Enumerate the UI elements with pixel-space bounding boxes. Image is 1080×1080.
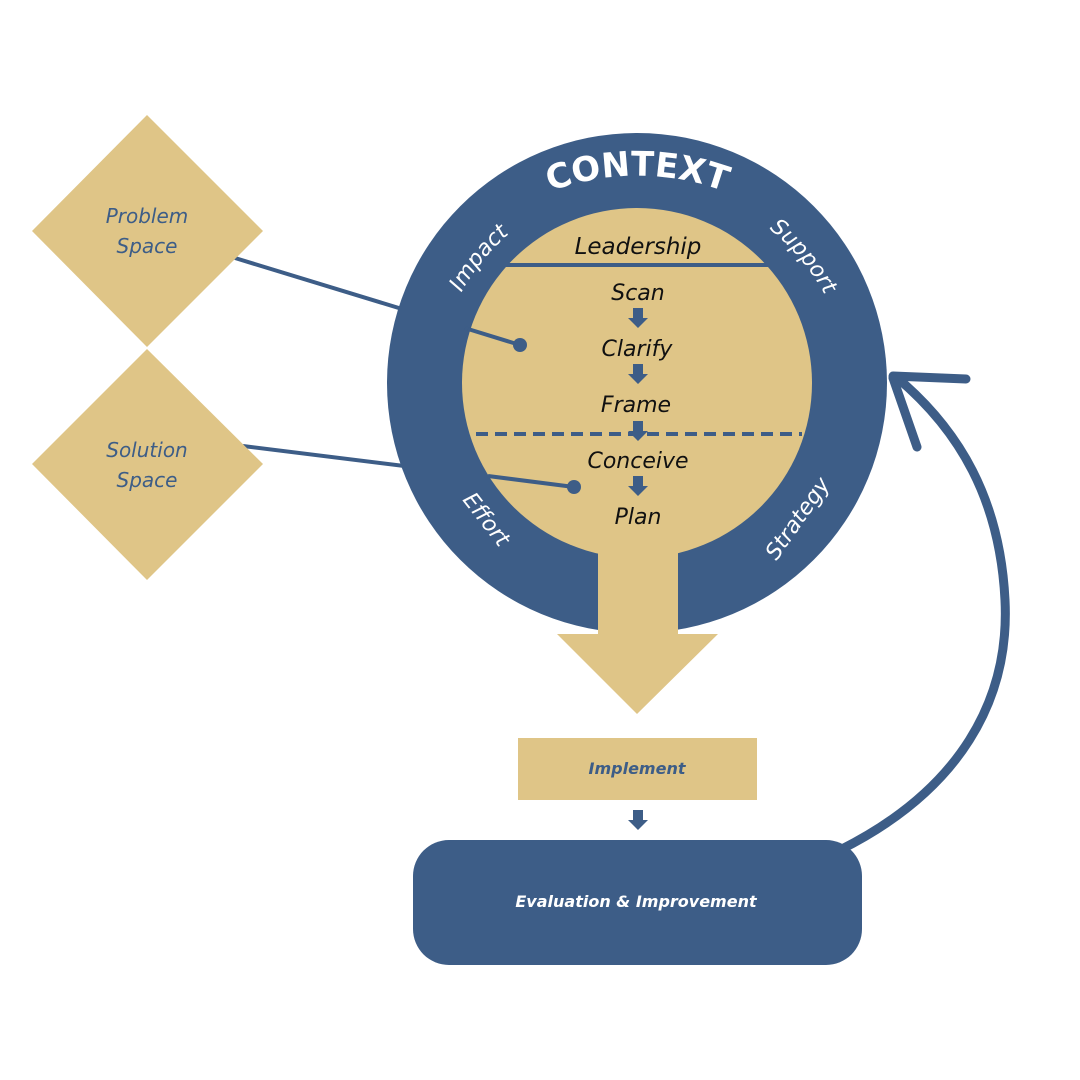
arrow-down-icon	[628, 308, 648, 328]
evaluation-label: Evaluation & Improvement	[515, 892, 758, 911]
feedback-arrowhead-bottom	[888, 373, 922, 452]
problem-connector-dot	[513, 338, 527, 352]
arrow-down-icon	[628, 476, 648, 496]
implement-box	[518, 738, 757, 800]
problem-space-label-line2: Space	[117, 234, 178, 258]
step-plan: Plan	[615, 505, 662, 530]
step-scan: Scan	[611, 281, 665, 306]
arrow-down-icon	[628, 810, 648, 830]
problem-space-label-line1: Problem	[106, 204, 189, 228]
solution-space-diamond	[32, 349, 263, 580]
step-frame: Frame	[601, 393, 671, 418]
step-conceive: Conceive	[587, 449, 688, 474]
arrow-down-icon	[628, 421, 648, 441]
evaluation-box	[413, 840, 862, 965]
feedback-loop-arrow	[837, 372, 1010, 855]
feedback-arrowhead-top	[888, 371, 971, 384]
step-clarify: Clarify	[602, 337, 674, 362]
solution-space-label-line1: Solution	[106, 438, 187, 462]
problem-inner-connector	[467, 327, 521, 347]
output-arrow	[557, 550, 718, 714]
solution-inner-connector	[487, 474, 575, 489]
arrow-down-icon	[628, 364, 648, 384]
implement-label: Implement	[589, 759, 687, 778]
leadership-label: Leadership	[575, 234, 702, 260]
solution-connector-dot	[567, 480, 581, 494]
problem-space-diamond	[32, 115, 263, 347]
solution-space-label-line2: Space	[117, 468, 178, 492]
